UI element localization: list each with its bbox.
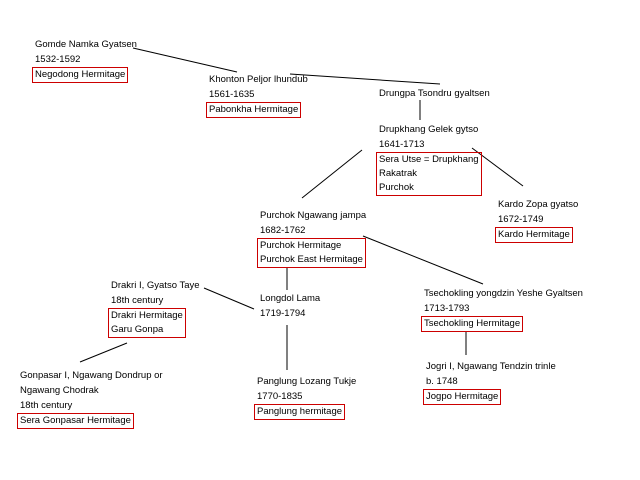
node-purchok: Purchok Ngawang jampa 1682-1762 Purchok … <box>257 208 367 268</box>
hermitage-label: Panglung hermitage <box>257 406 343 417</box>
node-tsechokling: Tsechokling yongdzin Yeshe Gyaltsen 1713… <box>421 286 583 332</box>
node-dates: 1641-1713 <box>379 139 425 150</box>
link-drakri-gonpasar <box>79 342 128 363</box>
hermitage-box: Negodong Hermitage <box>32 67 129 83</box>
hermitage-label: Purchok Hermitage <box>260 240 342 251</box>
link-purchok-tsechokling <box>362 235 484 285</box>
node-name: Khonton Peljor lhundub <box>209 74 308 85</box>
hermitage-label: Kardo Hermitage <box>498 229 570 240</box>
link-gomde-khonton <box>132 47 238 73</box>
link-drupkhang-kardo <box>471 147 524 187</box>
hermitage-label: Negodong Hermitage <box>35 69 126 80</box>
node-jogri: Jogri I, Ngawang Tendzin trinle b. 1748 … <box>423 359 556 405</box>
hermitage-label: Sera Utse = Drupkhang <box>379 154 479 165</box>
node-dates: 1682-1762 <box>260 225 306 236</box>
hermitage-box: Sera Utse = Drupkhang Rakatrak Purchok <box>376 152 482 196</box>
node-gonpasar: Gonpasar I, Ngawang Dondrup or Ngawang C… <box>17 368 163 429</box>
node-drakri: Drakri I, Gyatso Taye 18th century Drakr… <box>108 278 200 338</box>
node-longdol: Longdol Lama 1719-1794 <box>260 291 320 321</box>
node-name: Drupkhang Gelek gytso <box>379 124 479 135</box>
node-name: Gomde Namka Gyatsen <box>35 39 137 50</box>
hermitage-label: Garu Gonpa <box>111 324 164 335</box>
node-name: Drungpa Tsondru gyaltsen <box>379 88 490 99</box>
hermitage-box: Purchok Hermitage Purchok East Hermitage <box>257 238 366 268</box>
hermitage-label: Drakri Hermitage <box>111 310 183 321</box>
node-drupkhang: Drupkhang Gelek gytso 1641-1713 Sera Uts… <box>376 122 482 196</box>
hermitage-box: Jogpo Hermitage <box>423 389 502 405</box>
node-name: Purchok Ngawang jampa <box>260 210 367 221</box>
node-name-continued: Ngawang Chodrak <box>20 385 99 396</box>
hermitage-box: Panglung hermitage <box>254 404 346 420</box>
node-name: Panglung Lozang Tukje <box>257 376 357 387</box>
node-dates: 1770-1835 <box>257 391 303 402</box>
hermitage-box: Kardo Hermitage <box>495 227 573 243</box>
node-name: Gonpasar I, Ngawang Dondrup or <box>20 370 163 381</box>
node-name: Jogri I, Ngawang Tendzin trinle <box>426 361 556 372</box>
node-khonton: Khonton Peljor lhundub 1561-1635 Pabonkh… <box>206 72 308 118</box>
node-dates: 18th century <box>20 400 73 411</box>
node-name: Longdol Lama <box>260 293 321 304</box>
hermitage-label: Purchok East Hermitage <box>260 254 363 265</box>
link-drupkhang-purchok <box>301 149 363 199</box>
hermitage-label: Sera Gonpasar Hermitage <box>20 415 131 426</box>
node-dates: 1561-1635 <box>209 89 255 100</box>
node-gomde: Gomde Namka Gyatsen 1532-1592 Negodong H… <box>32 37 137 83</box>
hermitage-box: Tsechokling Hermitage <box>421 316 524 332</box>
node-dates: 1719-1794 <box>260 308 306 319</box>
hermitage-label: Rakatrak <box>379 168 418 179</box>
node-name: Kardo Zopa gyatso <box>498 199 579 210</box>
hermitage-label: Jogpo Hermitage <box>426 391 499 402</box>
hermitage-box: Pabonkha Hermitage <box>206 102 302 118</box>
hermitage-label: Tsechokling Hermitage <box>424 318 521 329</box>
node-kardo: Kardo Zopa gyatso 1672-1749 Kardo Hermit… <box>495 197 579 243</box>
hermitage-label: Pabonkha Hermitage <box>209 104 299 115</box>
node-panglung: Panglung Lozang Tukje 1770-1835 Panglung… <box>254 374 357 420</box>
node-dates: 1532-1592 <box>35 54 81 65</box>
node-name: Drakri I, Gyatso Taye <box>111 280 200 291</box>
link-drakri-longdol <box>203 287 255 310</box>
node-dates: b. 1748 <box>426 376 458 387</box>
node-dates: 18th century <box>111 295 164 306</box>
node-dates: 1713-1793 <box>424 303 470 314</box>
hermitage-label: Purchok <box>379 182 414 193</box>
hermitage-box: Sera Gonpasar Hermitage <box>17 413 134 429</box>
link-khonton-drungpa <box>289 73 441 85</box>
hermitage-box: Drakri Hermitage Garu Gonpa <box>108 308 186 338</box>
node-drungpa: Drungpa Tsondru gyaltsen <box>379 86 490 101</box>
node-name: Tsechokling yongdzin Yeshe Gyaltsen <box>424 288 583 299</box>
node-dates: 1672-1749 <box>498 214 544 225</box>
